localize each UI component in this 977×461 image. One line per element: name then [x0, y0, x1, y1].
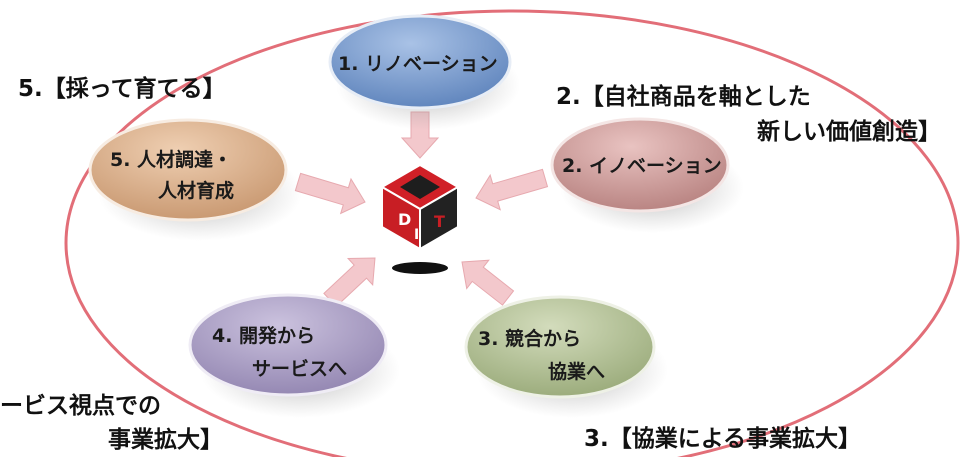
node-label: 1. リノベーション [338, 53, 498, 75]
node-disc [550, 117, 730, 213]
outer-label-four-line1: ービス視点での [0, 393, 161, 419]
arrow-from-collaboration [461, 259, 515, 306]
node-label: 人材育成 [158, 179, 234, 202]
arrow-from-innovation [475, 168, 549, 211]
outer-ring [64, 9, 960, 461]
outer-label-four-line2: 事業拡大】 [108, 426, 223, 453]
node-label: 協業へ [548, 360, 605, 383]
arrow-from-service [323, 257, 376, 308]
node-disc [88, 118, 288, 222]
node-collaboration: 3. 競合から 協業へ [464, 295, 668, 418]
logo-right-face [419, 185, 459, 251]
node-label: 5. 人材調達・ [110, 148, 232, 171]
node-renovation: 1. リノベーション [328, 14, 520, 130]
node-label: 4. 開発から [212, 324, 315, 347]
logo-shadow [392, 262, 448, 274]
logo-letter-t: T [434, 212, 445, 231]
arrow-from-talent [294, 172, 366, 215]
node-service: 4. 開発から サービスへ [188, 293, 400, 418]
node-talent: 5. 人材調達・ 人材育成 [88, 118, 302, 241]
logo-top-inner [400, 175, 440, 199]
node-label: サービスへ [252, 358, 347, 380]
node-label: 3. 競合から [478, 327, 581, 350]
logo-letter-i: I [414, 227, 419, 243]
outer-label-five: 5.【採って育てる】 [18, 75, 226, 102]
outer-label-two-line1: 2.【自社商品を軸とした [556, 83, 811, 110]
outer-label-three: 3.【協業による事業拡大】 [584, 425, 861, 452]
node-disc [188, 293, 388, 397]
node-label: 2. イノベーション [562, 155, 722, 177]
outer-label-two-line2: 新しい価値創造】 [757, 118, 941, 145]
arrows [294, 111, 549, 308]
node-disc [464, 295, 656, 399]
logo-letter-d: D [398, 210, 411, 229]
node-innovation: 2. イノベーション [550, 117, 744, 233]
node-disc [328, 14, 512, 110]
dit-logo: D I T [380, 163, 460, 274]
